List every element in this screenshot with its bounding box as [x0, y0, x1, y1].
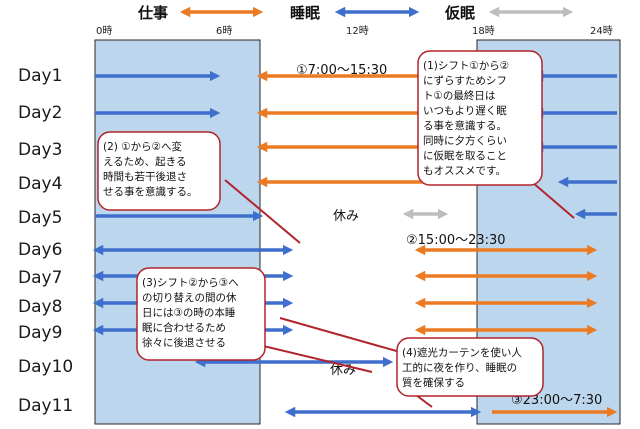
callout-3-line-4: 眠に合わせるため — [142, 321, 226, 334]
callout-1-box — [417, 50, 543, 186]
time-tick-12: 12時 — [346, 25, 369, 37]
callout-3-box — [136, 267, 266, 361]
callout-4-line-1: (4)遮光カーテンを使い人 — [402, 346, 522, 359]
legend-nap-label: 仮眠 — [444, 4, 475, 22]
time-tick-18: 18時 — [472, 25, 495, 37]
callout-1-line-6: 同時に夕方くらい — [423, 134, 507, 147]
time-tick-24: 24時 — [590, 25, 613, 37]
callout-1-line-3: ト①の最終日は — [423, 89, 495, 102]
work-arrows — [256, 70, 618, 418]
day-label-11: Day11 — [18, 396, 73, 416]
callout-2-line-1: (2) ①から②へ変 — [103, 140, 183, 153]
day-label-10: Day10 — [18, 357, 73, 377]
day-label-6: Day6 — [18, 240, 62, 260]
day-label-1: Day1 — [18, 66, 62, 86]
day-label-8: Day8 — [18, 297, 62, 317]
callout-3-line-5: 徐々に後退させる — [142, 336, 226, 349]
night-band-left — [94, 39, 261, 425]
shift3-label: ③23:00〜7:30 — [511, 393, 602, 408]
callout-4: (4)遮光カーテンを使い人 工的に夜を作り、睡眠の 質を確保する — [396, 337, 544, 397]
callout-3: (3)シフト②から③へ の切り替えの間の休 日には③の時の本睡 眠に合わせるため… — [136, 267, 266, 361]
day-label-9: Day9 — [18, 323, 62, 343]
day-label-5: Day5 — [18, 208, 62, 228]
rest-label-day5: 休み — [333, 209, 359, 224]
day-label-7: Day7 — [18, 268, 62, 288]
callout-3-line-1: (3)シフト②から③へ — [142, 277, 239, 289]
shift2-label: ②15:00〜23:30 — [406, 233, 506, 248]
day-label-4: Day4 — [18, 174, 62, 194]
callout-1-line-2: にずらすためシフ — [423, 75, 507, 87]
callout2-pointer — [224, 179, 301, 244]
shift1-label: ①7:00〜15:30 — [296, 63, 387, 78]
callout-4-line-2: 工的に夜を作り、睡眠の — [402, 361, 517, 374]
callout-1-line-1: (1)シフト①から② — [423, 60, 509, 72]
time-tick-6: 6時 — [216, 25, 232, 37]
time-tick-0: 0時 — [96, 25, 112, 37]
callout-1-line-4: いつもより遅く眠 — [423, 105, 507, 117]
callout-1-line-8: もオススメです。 — [423, 165, 506, 177]
callout-4-line-3: 質を確保する — [402, 376, 465, 389]
callout-2-line-2: えるため、起きる — [103, 156, 186, 168]
callout-2-line-4: せる事を意識する。 — [103, 185, 198, 198]
callout-4-box — [396, 337, 544, 397]
callout-2-box — [97, 131, 221, 211]
callout-2: (2) ①から②へ変 えるため、起きる 時間も若干後退さ せる事を意識する。 — [97, 131, 221, 211]
legend-work-label: 仕事 — [137, 4, 168, 22]
callout-3-line-2: の切り替えの間の休 — [142, 291, 237, 304]
callout-1: (1)シフト①から② にずらすためシフ ト①の最終日は いつもより遅く眠 る事を… — [417, 50, 543, 186]
day-label-2: Day2 — [18, 103, 62, 123]
legend-sleep-label: 睡眠 — [290, 4, 320, 22]
callout3-pointer — [279, 317, 401, 353]
callout-1-line-5: る事を意識する。 — [423, 119, 507, 132]
day-label-3: Day3 — [18, 140, 62, 160]
callout-3-line-3: 日には③の時の本睡 — [142, 306, 236, 319]
callout-1-line-7: に仮眠を取ること — [423, 149, 507, 162]
callout-2-line-3: 時間も若干後退さ — [103, 170, 187, 183]
